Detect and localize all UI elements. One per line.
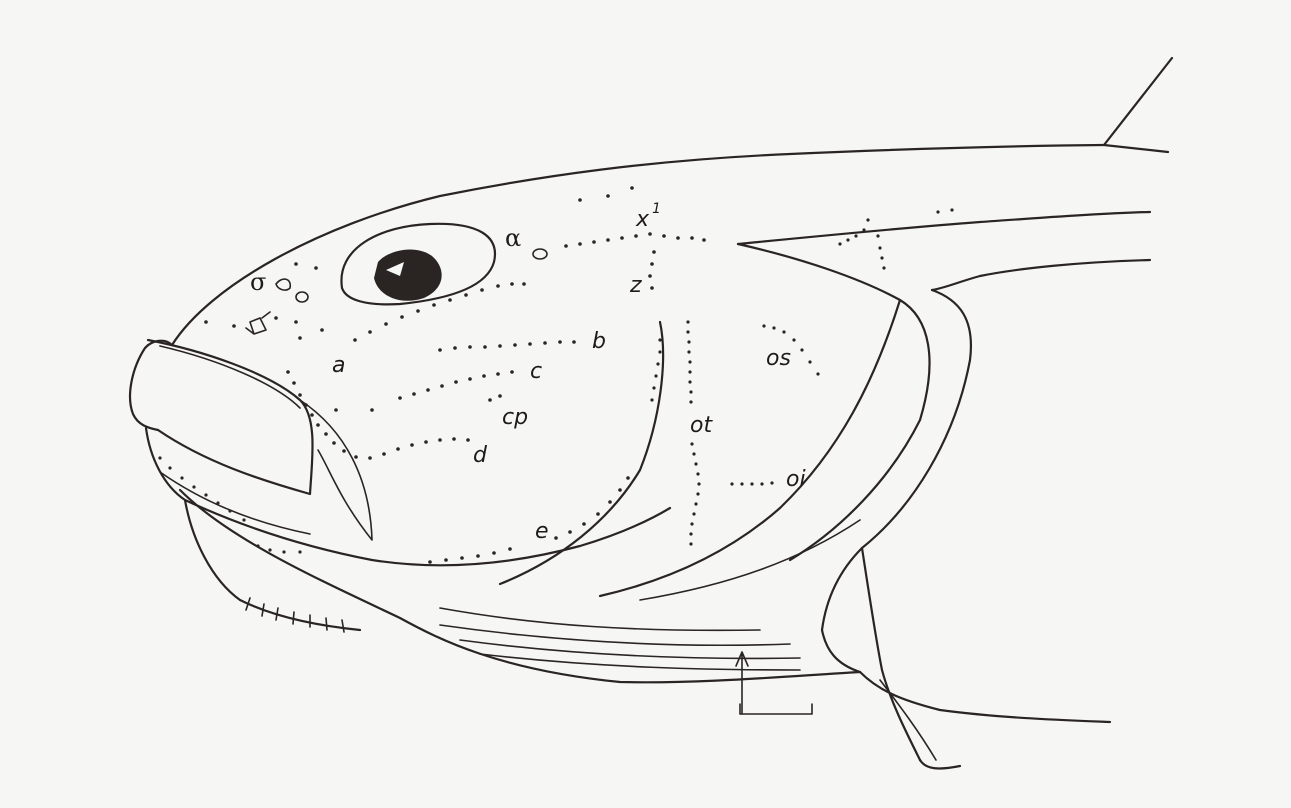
label-x1-superscript: 1 (652, 201, 661, 217)
upper-jaw-inner (160, 346, 300, 408)
pore-row-oi (730, 481, 773, 485)
label-b: b (592, 329, 606, 354)
label-alpha: α (505, 224, 521, 252)
label-e: e (535, 519, 549, 544)
throat-outline (180, 490, 860, 682)
label-cp: cp (502, 405, 528, 430)
opercle-edge (738, 244, 930, 560)
subopercle-edge (600, 300, 900, 596)
upper-jaw (148, 340, 313, 494)
pore-row-b (438, 340, 576, 352)
pore-row-a (353, 282, 526, 342)
scale-bar (740, 704, 812, 714)
pore-row-c (398, 370, 514, 400)
label-sigma: σ (250, 268, 266, 296)
pore-row-d (298, 393, 470, 460)
anterior-nostril (276, 279, 290, 290)
label-oi: oi (786, 467, 806, 492)
label-a: a (332, 353, 345, 378)
body-lower-outline (932, 260, 1150, 290)
label-c: c (530, 359, 542, 384)
snout-outline (130, 341, 172, 430)
label-os: os (766, 346, 791, 371)
lower-jaw (146, 428, 670, 565)
label-x1: x (635, 207, 650, 232)
eye-pupil (374, 249, 442, 300)
pore-row-z (648, 250, 656, 290)
label-z: z (629, 273, 642, 298)
nasal-rosette (246, 312, 270, 334)
dorsal-fin-ray (1104, 58, 1172, 152)
label-ot: ot (690, 413, 713, 438)
dentary-line (160, 472, 310, 534)
pore-row-x1 (564, 186, 706, 248)
pelvic-base (920, 760, 960, 768)
pore-row-dorsal-body (838, 208, 953, 269)
position-arrow (736, 652, 748, 714)
body-lateral-outline (738, 212, 1150, 244)
pectoral-girdle (822, 630, 860, 672)
chin-outline (185, 500, 360, 630)
pectoral-fin-upper (862, 548, 920, 760)
sensory-pores (158, 186, 953, 564)
label-d: d (473, 443, 488, 468)
alpha-pore (533, 249, 547, 259)
pectoral-fin-inner (880, 680, 936, 760)
pore-row-mandibular (158, 456, 301, 553)
posterior-nostril (296, 292, 308, 302)
branchiostegal-ray (440, 608, 760, 630)
pore-row-cp (334, 394, 502, 412)
